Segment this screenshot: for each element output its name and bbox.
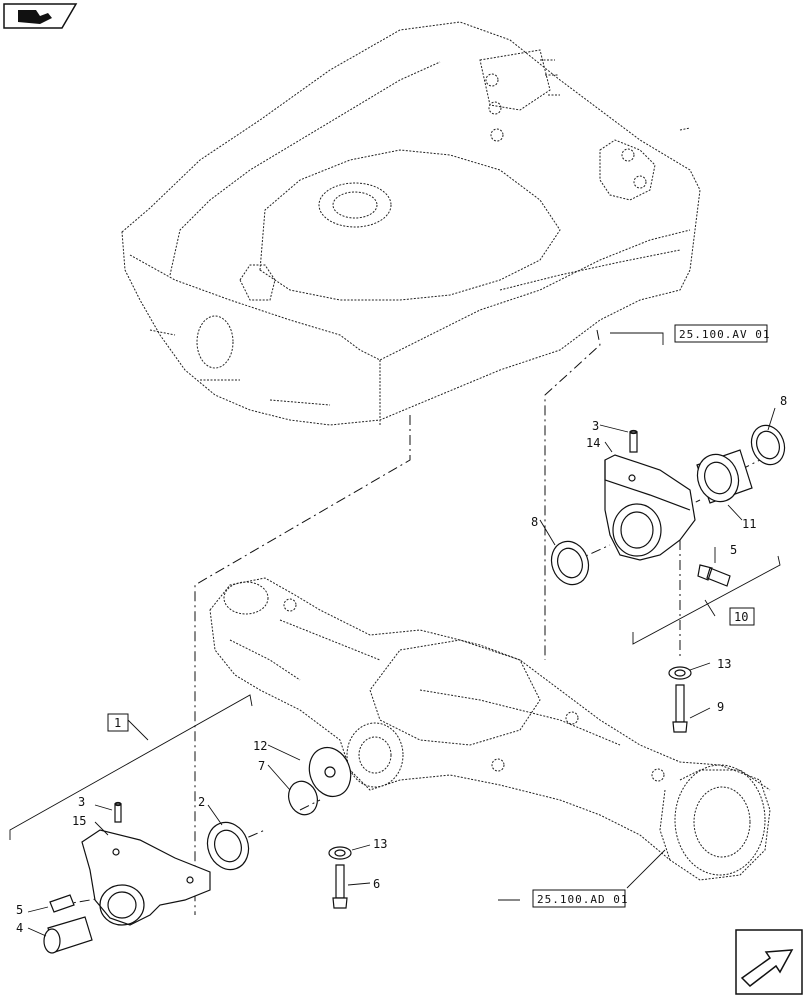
callout-box-1: 1 — [107, 713, 129, 732]
reference-label-chassis: 25.100.AV 01 — [679, 328, 770, 341]
axle-housing — [209, 577, 771, 881]
callout-8-left: 8 — [531, 515, 538, 529]
callout-2: 2 — [198, 795, 205, 809]
callout-1: 1 — [114, 716, 121, 730]
callout-4: 4 — [16, 921, 23, 935]
left-bracket-assembly — [43, 746, 352, 954]
callout-14: 14 — [586, 436, 600, 450]
callout-13-left: 13 — [373, 837, 387, 851]
book-arrow-icon[interactable] — [3, 3, 78, 29]
callout-3-right: 3 — [592, 419, 599, 433]
callout-5-left: 5 — [16, 903, 23, 917]
callout-13-right: 13 — [717, 657, 731, 671]
center-lines — [59, 329, 771, 915]
callout-box-10: 10 — [729, 607, 755, 626]
callout-10: 10 — [734, 610, 748, 624]
callout-9: 9 — [717, 700, 724, 714]
reference-box-axle[interactable]: 25.100.AD 01 — [532, 889, 628, 908]
callout-11: 11 — [742, 517, 756, 531]
reference-box-chassis[interactable]: 25.100.AV 01 — [674, 324, 770, 343]
reference-label-axle: 25.100.AD 01 — [537, 893, 628, 906]
callout-7: 7 — [258, 759, 265, 773]
callout-12: 12 — [253, 739, 267, 753]
callout-5-right: 5 — [730, 543, 737, 557]
callout-3-left: 3 — [78, 795, 85, 809]
callout-8-right: 8 — [780, 394, 787, 408]
callout-6: 6 — [373, 877, 380, 891]
right-bracket-assembly — [550, 424, 786, 733]
callout-15: 15 — [72, 814, 86, 828]
next-page-arrow-icon[interactable] — [735, 929, 803, 995]
callout-numbers: 3 14 8 11 8 5 13 9 12 7 2 3 15 13 6 5 4 — [16, 394, 787, 935]
leader-lines — [9, 332, 781, 937]
chassis-housing — [121, 21, 701, 426]
